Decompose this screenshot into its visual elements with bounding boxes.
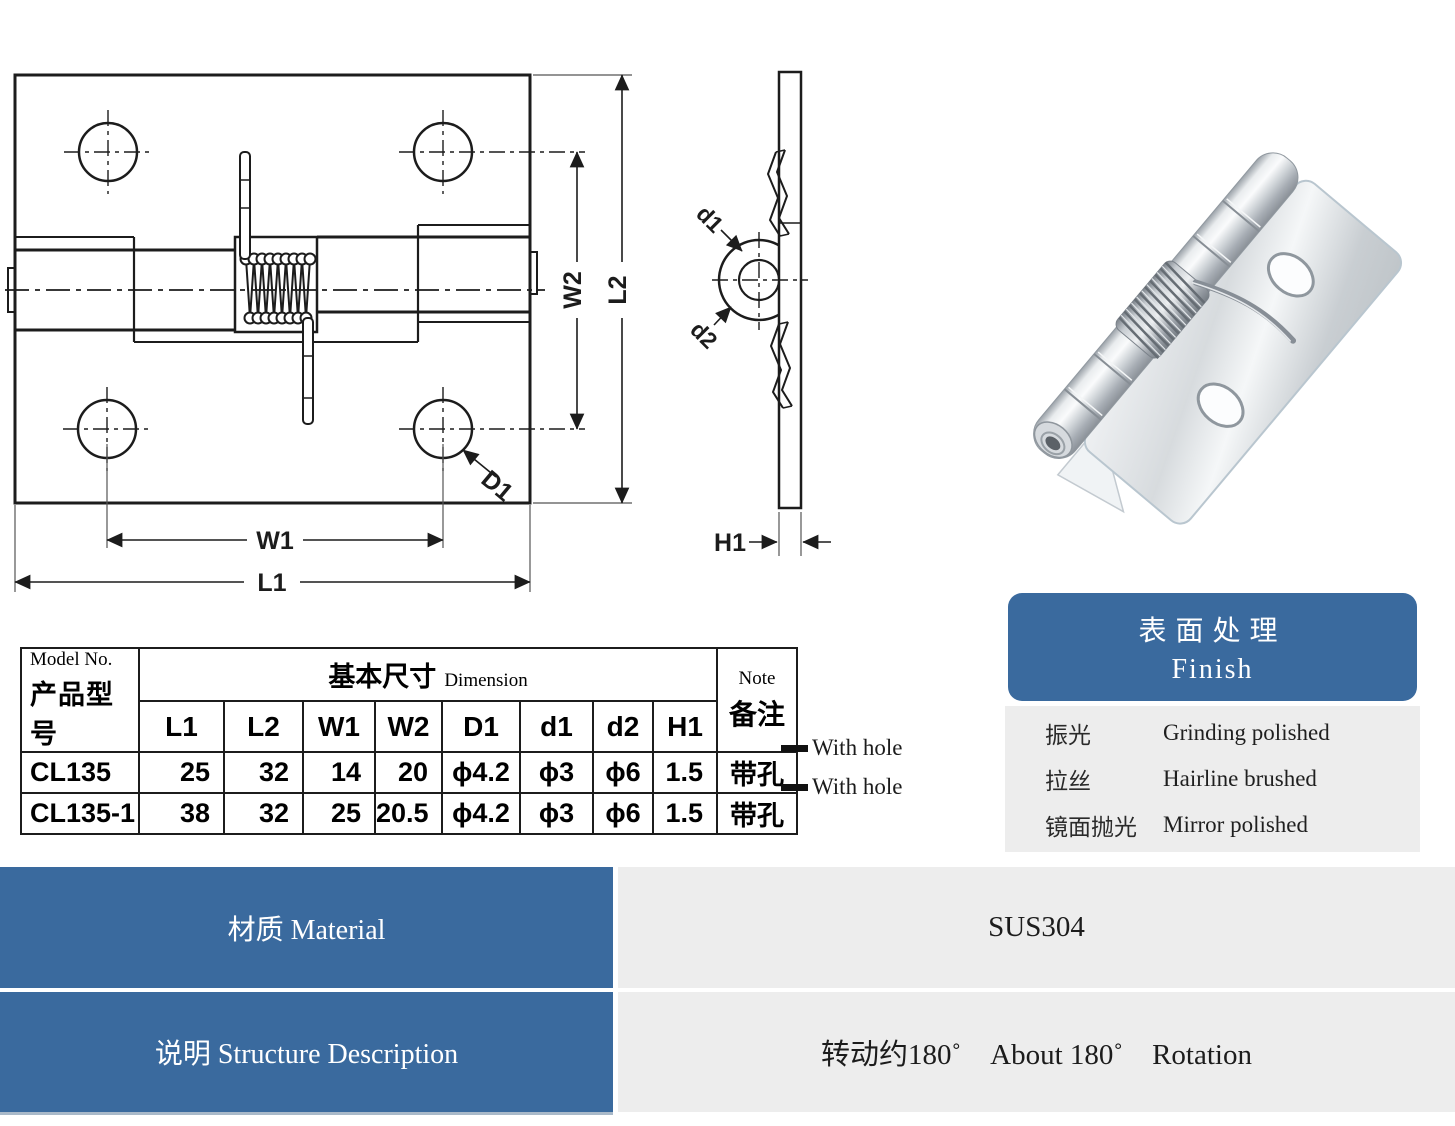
finish-item-cn: 振光	[1045, 722, 1091, 748]
value-cell: ϕ4.2	[441, 792, 521, 835]
model-cell: CL135-1	[20, 792, 140, 835]
value-cell: 20	[374, 751, 443, 794]
value-cell: ϕ3	[519, 751, 594, 794]
product-photo	[1033, 152, 1403, 525]
dim-label-w1: W1	[256, 527, 294, 555]
side-view-drawing: d1 d2 H1	[685, 70, 831, 557]
dimension-header: 基本尺寸 Dimension	[137, 646, 719, 703]
value-cell: 1.5	[651, 792, 719, 835]
value-cell: ϕ6	[592, 792, 654, 835]
dimension-cn: 基本尺寸	[328, 662, 437, 693]
dim-label-d1: D1	[476, 465, 519, 507]
col-header-d2-small: d2	[592, 700, 654, 753]
value-cell: ϕ6	[592, 751, 654, 794]
dim-label-w2: W2	[559, 271, 587, 309]
value-cell: 14	[302, 751, 376, 794]
finish-panel-body: 振光 Grinding polished 拉丝 Hairline brushed…	[1005, 706, 1420, 852]
value-cell: 32	[223, 792, 304, 835]
table-row-cl135-1: CL135-1 38 32 25 20.5 ϕ4.2 ϕ3 ϕ6 1.5 带孔	[20, 792, 799, 835]
model-no-cn: 产品型号	[30, 680, 114, 749]
spring-leg-top	[239, 151, 251, 260]
model-no-header: Model No. 产品型号	[20, 647, 140, 753]
front-view-drawing: W1 L1 W2	[5, 73, 632, 597]
description-label-cell: 说明 Structure Description	[0, 992, 613, 1112]
material-value-cell: SUS304	[618, 867, 1455, 988]
dim-l2: L2	[533, 74, 632, 504]
side-spring-wire	[766, 149, 793, 409]
finish-title-cn: 表面处理	[1138, 615, 1287, 647]
col-header-w2: W2	[374, 700, 443, 753]
note-en: Note	[738, 667, 776, 689]
side-plate	[777, 70, 803, 510]
description-value: 转动约180˚ About 180˚ Rotation	[821, 1039, 1252, 1071]
col-header-d1: D1	[441, 700, 521, 753]
dim-d1: D1	[462, 449, 519, 507]
finish-item-hairline: 拉丝 Hairline brushed	[1005, 762, 1420, 796]
finish-title-en: Finish	[1171, 653, 1254, 685]
dim-w1: W1	[106, 444, 444, 555]
pin-cap-right	[529, 251, 538, 295]
value-cell: 20.5	[374, 792, 443, 835]
value-cell: 25	[138, 751, 225, 794]
finish-item-mirror: 镜面抛光 Mirror polished	[1005, 808, 1420, 842]
with-hole-leader-1	[781, 745, 808, 752]
dim-l1: L1	[14, 505, 531, 597]
finish-item-en: Grinding polished	[1163, 720, 1330, 745]
col-header-l1: L1	[138, 700, 225, 753]
spring-coil	[239, 252, 317, 325]
leaf-hole-1	[1196, 382, 1245, 428]
finish-item-cn: 镜面抛光	[1045, 814, 1137, 840]
description-label: 说明 Structure Description	[154, 1039, 459, 1070]
value-cell: 1.5	[651, 751, 719, 794]
with-hole-leader-2	[781, 784, 808, 791]
dim-d2-side: d2	[685, 306, 732, 354]
spring-housing	[233, 235, 319, 334]
model-no-en: Model No.	[30, 649, 113, 670]
dimension-en: Dimension	[444, 670, 528, 692]
dim-label-l2: L2	[604, 275, 632, 304]
finish-item-cn: 拉丝	[1045, 768, 1091, 794]
col-header-d1-small: d1	[519, 700, 594, 753]
finish-item-en: Hairline brushed	[1163, 766, 1317, 791]
dim-d1-side: d1	[691, 200, 743, 252]
leaf-hole-2	[1266, 252, 1315, 298]
col-header-w1: W1	[302, 700, 376, 753]
with-hole-text-1: With hole	[812, 735, 903, 760]
value-cell: 25	[302, 792, 376, 835]
value-cell: ϕ4.2	[441, 751, 521, 794]
note-header: Note 备注	[716, 647, 799, 753]
material-value: SUS304	[988, 911, 1085, 943]
dim-h1: H1	[714, 512, 831, 557]
note-cn: 备注	[729, 698, 786, 730]
pin-end-hole	[1045, 436, 1061, 451]
material-label-cell: 材质 Material	[0, 867, 613, 988]
value-cell: 32	[223, 751, 304, 794]
photo-spring-coil	[1115, 260, 1210, 360]
with-hole-text-2: With hole	[812, 774, 903, 799]
description-value-cell: 转动约180˚ About 180˚ Rotation	[618, 992, 1455, 1112]
col-header-h1: H1	[651, 700, 719, 753]
spring-leg-bottom	[302, 317, 314, 425]
dim-label-h1: H1	[714, 529, 746, 557]
table-row-cl135: CL135 25 32 14 20 ϕ4.2 ϕ3 ϕ6 1.5 带孔	[20, 751, 799, 794]
model-cell: CL135	[20, 751, 140, 794]
finish-item-en: Mirror polished	[1163, 812, 1309, 837]
photo-spring-leg	[1192, 279, 1297, 344]
value-cell: 38	[138, 792, 225, 835]
value-cell: ϕ3	[519, 792, 594, 835]
note-cell: 带孔	[716, 792, 799, 835]
material-label: 材质 Material	[227, 914, 386, 946]
dim-w2: W2	[557, 151, 587, 430]
technical-drawing: W1 L1 W2	[5, 70, 831, 597]
finish-item-grinding: 振光 Grinding polished	[1005, 716, 1420, 750]
dim-label-l1: L1	[257, 569, 286, 597]
finish-panel-header: 表面处理 Finish	[1008, 593, 1417, 701]
col-header-l2: L2	[223, 700, 304, 753]
